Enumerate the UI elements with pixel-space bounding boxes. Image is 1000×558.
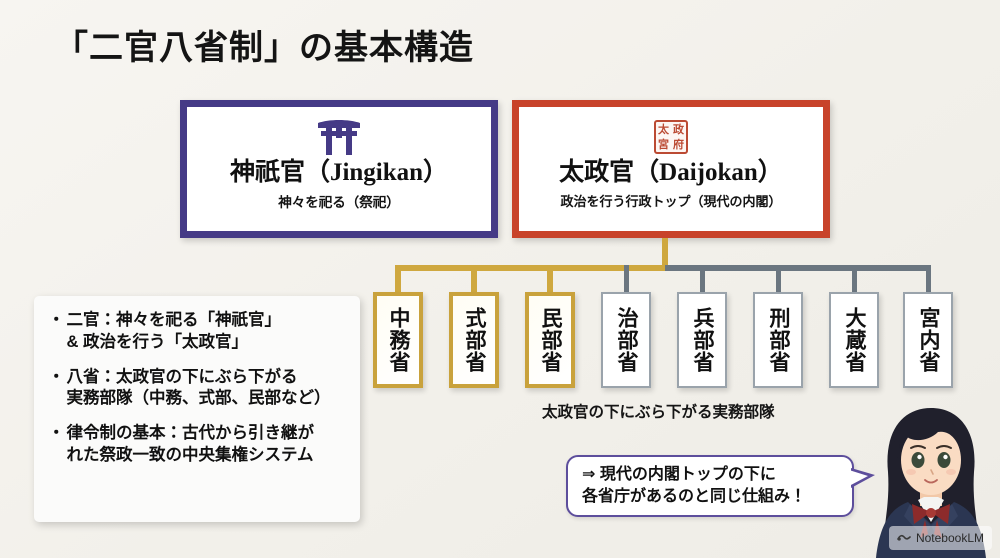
connector-leg-7: [852, 265, 857, 294]
red-seal-icon: 太 政 宮 府: [654, 115, 688, 159]
speech-bubble-tail-inner: [849, 470, 868, 486]
connector-leg-6: [776, 265, 781, 294]
ministries-caption: 太政官の下にぶら下がる実務部隊: [542, 404, 775, 421]
ministry-box-5[interactable]: 兵部省: [677, 292, 727, 388]
ministry-box-6[interactable]: 刑部省: [753, 292, 803, 388]
ministry-box-4[interactable]: 治部省: [601, 292, 651, 388]
seal-char-2: 政: [673, 123, 684, 136]
connector-leg-8: [926, 265, 931, 294]
jingikan-subtitle: 神々を祀る（祭祀）: [278, 194, 400, 210]
page-title: 「二官八省制」の基本構造: [54, 29, 474, 67]
note-item: ・ 律令制の基本：古代から引き継が れた祭政一致の中央集権システム: [48, 423, 348, 467]
ministry-box-8[interactable]: 宮内省: [903, 292, 953, 388]
note-text: 八省：太政官の下にぶら下がる 実務部隊（中務、式部、民部など）: [66, 367, 331, 408]
connector-leg-1: [395, 265, 401, 294]
connector-leg-4: [624, 265, 629, 294]
speech-bubble: ⇒ 現代の内閣トップの下に 各省庁があるのと同じ仕組み！: [566, 455, 854, 517]
bullet-dot: ・: [48, 424, 65, 443]
bullet-dot: ・: [48, 367, 65, 386]
connector-bus-gold: [395, 265, 668, 271]
connector-drop-daijokan: [662, 238, 668, 268]
ministry-box-7[interactable]: 大蔵省: [829, 292, 879, 388]
jingikan-box: 神祇官（Jingikan） 神々を祀る（祭祀）: [180, 100, 498, 238]
seal-char-4: 府: [673, 138, 684, 151]
notes-card: ・ 二官：神々を祀る「神祇官」 & 政治を行う「太政官」 ・ 八省：太政官の下に…: [34, 296, 360, 522]
note-item: ・ 八省：太政官の下にぶら下がる 実務部隊（中務、式部、民部など）: [48, 367, 348, 411]
connector-bus-gray: [665, 265, 930, 271]
note-text: 二官：神々を祀る「神祇官」 & 政治を行う「太政官」: [66, 311, 282, 351]
note-item: ・ 二官：神々を祀る「神祇官」 & 政治を行う「太政官」: [48, 310, 348, 354]
notebooklm-icon: [897, 529, 911, 547]
notebooklm-watermark: NotebookLM: [888, 526, 992, 550]
seal-char-3: 宮: [658, 138, 669, 151]
speech-bubble-text: ⇒ 現代の内閣トップの下に 各省庁があるのと同じ仕組み！: [582, 466, 807, 505]
connector-leg-2: [471, 265, 477, 294]
seal-char-1: 太: [658, 123, 669, 136]
ministry-box-1[interactable]: 中務省: [373, 292, 423, 388]
connector-leg-3: [547, 265, 553, 294]
daijokan-title: 太政官（Daijokan）: [559, 159, 783, 186]
daijokan-subtitle: 政治を行う行政トップ（現代の内閣）: [560, 193, 782, 209]
connector-leg-5: [700, 265, 705, 294]
ministry-box-3[interactable]: 民部省: [525, 292, 575, 388]
daijokan-box: 太 政 宮 府 太政官（Daijokan） 政治を行う行政トップ（現代の内閣）: [512, 100, 830, 238]
torii-gate-icon: [315, 115, 363, 159]
seal-grid: 太 政 宮 府: [654, 120, 688, 154]
notebooklm-label: NotebookLM: [915, 531, 984, 545]
bullet-dot: ・: [48, 311, 65, 329]
note-text: 律令制の基本：古代から引き継が れた祭政一致の中央集権システム: [66, 424, 315, 464]
jingikan-title: 神祇官（Jingikan）: [229, 159, 449, 186]
ministry-box-2[interactable]: 式部省: [449, 292, 499, 388]
